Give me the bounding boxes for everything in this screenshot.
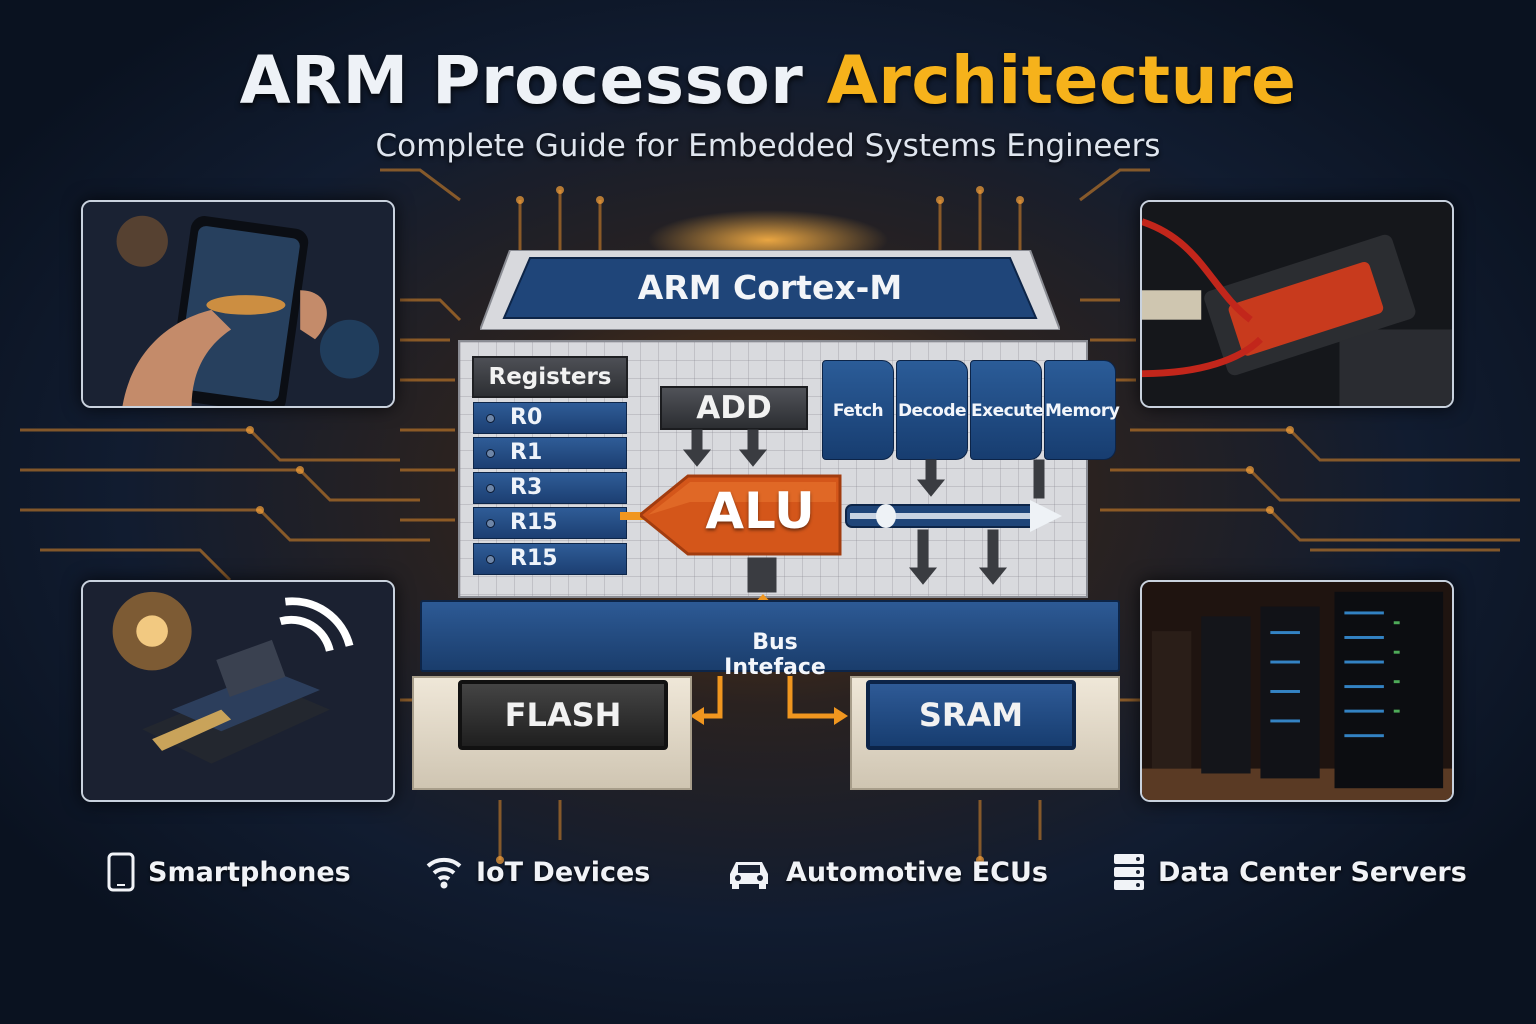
pipeline-stage-memory: Memory (1044, 360, 1120, 460)
application-data-center-servers: Data Center Servers (1112, 850, 1467, 894)
server-icon (1114, 854, 1144, 890)
alu-label: ALU (705, 482, 815, 540)
register-indicator-icon (486, 519, 495, 528)
wifi-icon (426, 857, 462, 889)
pipeline-stage-execute: Execute (970, 360, 1044, 460)
application-smartphones: Smartphones (106, 850, 351, 894)
smartphone-icon (107, 852, 135, 892)
instruction-box: ADD (660, 386, 808, 430)
application-iot-devices: IoT Devices (424, 850, 650, 894)
application-label: IoT Devices (476, 856, 651, 888)
car-icon (730, 862, 768, 889)
register-row: R1 (473, 437, 627, 469)
register-row: R3 (473, 472, 627, 504)
cortex-m-header-panel (480, 250, 1060, 330)
register-indicator-icon (486, 449, 495, 458)
page-title: ARM Processor Architecture (0, 42, 1536, 119)
register-indicator-icon (486, 555, 495, 564)
flash-memory: FLASH (458, 680, 668, 750)
page-subtitle: Complete Guide for Embedded Systems Engi… (375, 128, 1161, 164)
register-row: R15 (473, 507, 627, 539)
application-label: Smartphones (148, 856, 351, 888)
automotive-connector-photo (1140, 200, 1454, 408)
title-part-arm-processor: ARM Processor (239, 42, 804, 119)
register-row: R15 (473, 543, 627, 575)
register-row: R0 (473, 402, 627, 434)
register-indicator-icon (486, 484, 495, 493)
sram-memory: SRAM (866, 680, 1076, 750)
registers-header: Registers (472, 356, 628, 398)
pipeline-stage-fetch: Fetch (822, 360, 894, 460)
register-indicator-icon (486, 414, 495, 423)
smartphone-photo (81, 200, 395, 408)
register-label: R0 (510, 405, 543, 430)
applications-row: Smartphones IoT Devices Automotive ECUs … (0, 850, 1536, 900)
register-label: R15 (510, 546, 558, 571)
application-label: Data Center Servers (1158, 856, 1467, 888)
bus-interface-label: Bus Inteface (724, 630, 826, 680)
core-title: ARM Cortex-M (637, 268, 903, 307)
data-center-photo (1140, 580, 1454, 802)
alu-block (640, 474, 842, 556)
iot-device-photo (81, 580, 395, 802)
register-label: R1 (510, 440, 543, 465)
application-label: Automotive ECUs (786, 856, 1048, 888)
register-label: R15 (510, 510, 558, 535)
register-label: R3 (510, 475, 543, 500)
application-automotive-ecus: Automotive ECUs (724, 850, 1048, 894)
bus-interface (420, 600, 1120, 672)
title-part-architecture: Architecture (826, 42, 1297, 119)
pipeline-stage-decode: Decode (896, 360, 968, 460)
